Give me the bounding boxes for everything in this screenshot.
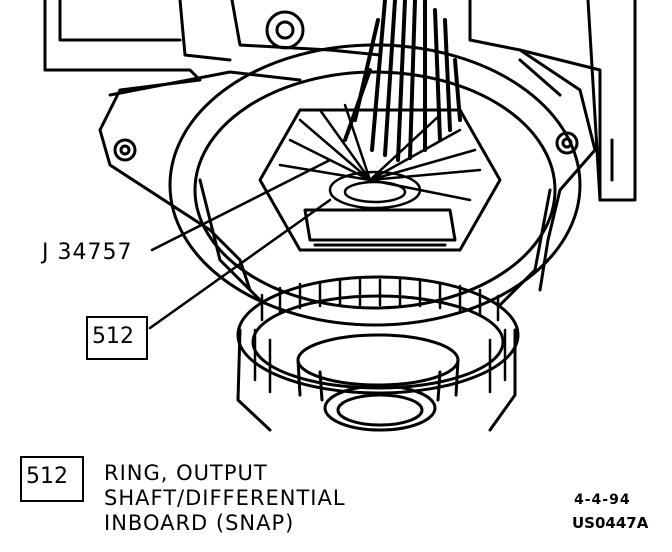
output-shaft-hub [296, 333, 460, 432]
legend-line-2: SHAFT/DIFFERENTIAL [104, 486, 346, 510]
part-callout-label: 512 [92, 324, 134, 349]
leader-j34757 [150, 158, 332, 252]
tool-block [303, 208, 457, 247]
figure-reference: US0447A [572, 514, 649, 532]
differential-cage [168, 43, 582, 327]
tool-callout-label: J 34757 [42, 240, 133, 265]
side-gear [278, 103, 482, 210]
legend-id-box [20, 456, 84, 502]
ring-gear [236, 275, 520, 432]
leader-lines [148, 158, 332, 330]
legend-line-1: RING, OUTPUT [104, 461, 268, 485]
legend-line-3: INBOARD (SNAP) [104, 511, 295, 535]
leader-512 [148, 198, 332, 330]
figure-date: 4-4-94 [574, 492, 631, 508]
part-callout-box [86, 316, 148, 360]
legend-id: 512 [26, 464, 68, 489]
tool-handle [343, 0, 462, 162]
